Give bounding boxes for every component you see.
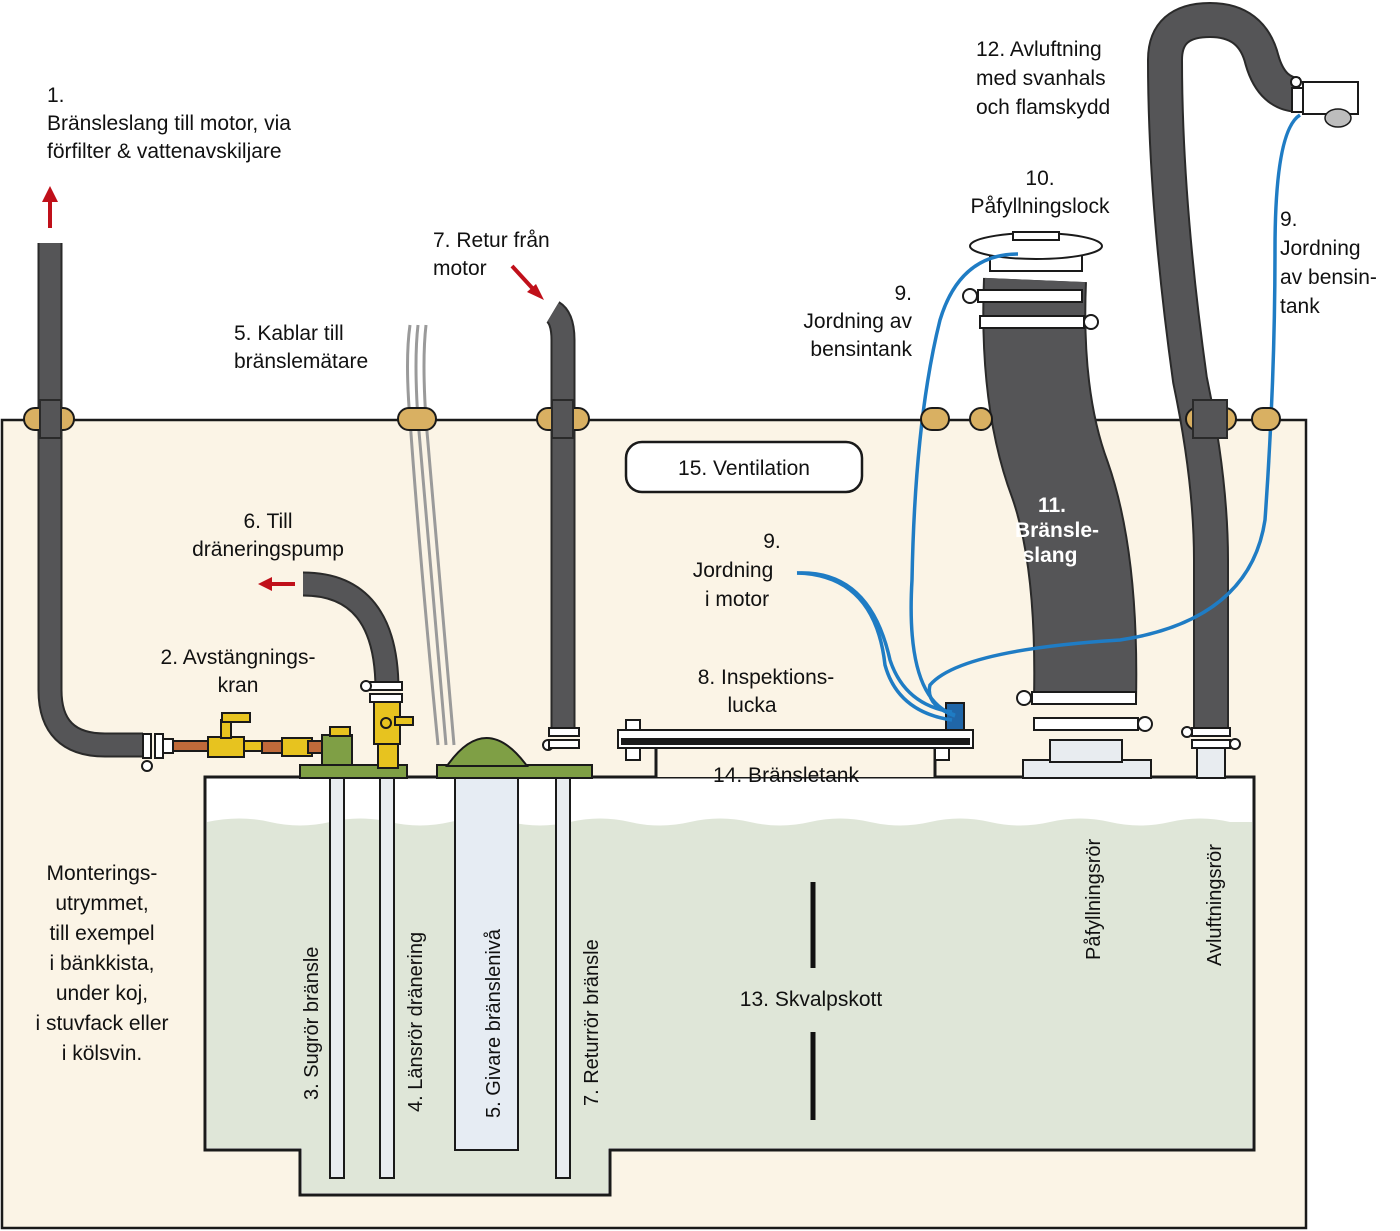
label-8: 8. Inspektions-lucka: [698, 666, 835, 717]
shutoff-valve: [141, 712, 353, 772]
label-15: 15. Ventilation: [678, 457, 810, 480]
flame-arrestor: [1290, 76, 1359, 128]
label-10: 10.Påfyllningslock: [971, 167, 1110, 218]
fill-hose-clamps: [962, 288, 1153, 732]
label-7-pipe: 7. Returrör bränsle: [581, 939, 603, 1106]
ventilation-box: [624, 440, 864, 494]
vent-hose-clamps: [1181, 726, 1241, 750]
return-pipe: [555, 774, 571, 1179]
label-3: 3. Sugrör bränsle: [301, 947, 323, 1100]
label-11: 11.Bränsle-slang: [1015, 494, 1099, 567]
sensor-dome: [445, 737, 529, 767]
return-hose-clamps: [542, 727, 580, 751]
gauge-cables: [406, 324, 456, 746]
red-arrows: [42, 186, 544, 591]
label-vent-pipe: Avluftningsrör: [1204, 844, 1226, 966]
fuel-tank: [203, 743, 1256, 1197]
label-5-sensor: 5. Givare bränslenivå: [483, 928, 505, 1118]
label-14: 14. Bränsletank: [713, 764, 859, 787]
fill-cap: [969, 231, 1103, 272]
label-4: 4. Länsrör dränering: [405, 932, 427, 1112]
bilge-pipe: [379, 774, 395, 1179]
inspection-hatch: [617, 702, 974, 761]
ground-wires: [796, 113, 1302, 722]
label-2: 2. Avstängnings-kran: [161, 646, 316, 697]
label-fill-pipe: Påfyllningsrör: [1083, 838, 1105, 960]
suction-pipe: [329, 774, 345, 1179]
level-sensor: [454, 774, 519, 1151]
label-13: 13. Skvalpskott: [740, 988, 883, 1011]
vent-pipe-stub: [1196, 747, 1226, 779]
drain-valve: [373, 701, 414, 769]
